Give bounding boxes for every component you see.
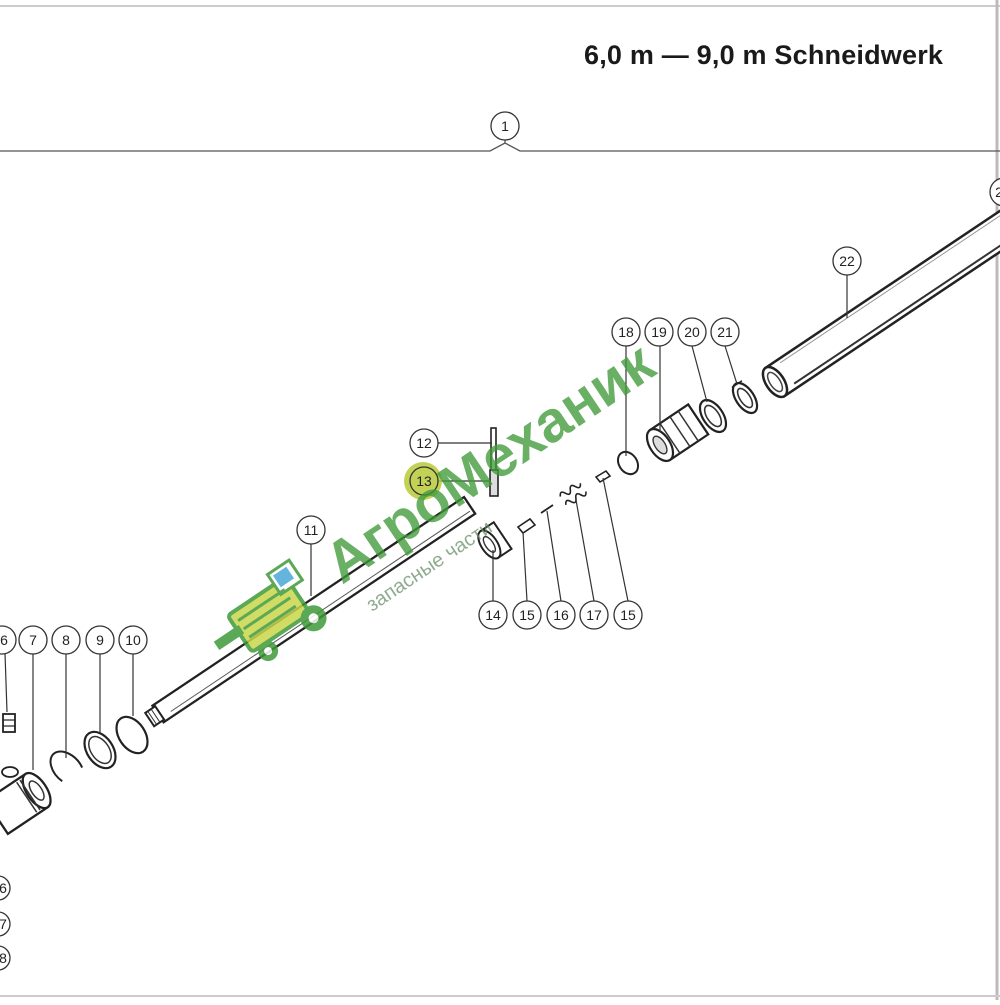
svg-text:2: 2: [995, 184, 1000, 200]
svg-text:16: 16: [553, 607, 569, 623]
callout-18[interactable]: 18: [611, 317, 641, 347]
part-ring-21: [731, 380, 759, 415]
page-title: 6,0 m — 9,0 m Schneidwerk: [584, 40, 944, 70]
svg-text:12: 12: [416, 435, 432, 451]
part-fitting-6: [2, 713, 16, 733]
svg-text:1: 1: [501, 118, 509, 134]
callout-6-top[interactable]: 6: [0, 625, 17, 655]
callout-7-top[interactable]: 7: [18, 625, 48, 655]
callout-21[interactable]: 21: [710, 317, 740, 347]
callout-22[interactable]: 22: [832, 246, 862, 276]
part-cylinder-head: [0, 766, 52, 836]
part-ring-9: [83, 730, 117, 770]
svg-text:19: 19: [651, 324, 667, 340]
callout-11[interactable]: 11: [296, 515, 326, 545]
callout-17[interactable]: 17: [579, 600, 609, 630]
assembly-bracket: [0, 140, 1000, 152]
svg-text:15: 15: [620, 607, 636, 623]
part-small-fittings: [516, 469, 612, 535]
callout-8-bottom[interactable]: 8: [0, 945, 11, 971]
svg-text:7: 7: [0, 916, 7, 932]
callout-7-bottom[interactable]: 7: [0, 911, 11, 937]
callout-14[interactable]: 14: [478, 600, 508, 630]
svg-text:21: 21: [717, 324, 733, 340]
svg-text:20: 20: [684, 324, 700, 340]
part-ring-20: [698, 398, 728, 434]
svg-text:10: 10: [125, 632, 141, 648]
svg-text:6: 6: [0, 880, 7, 896]
callout-19[interactable]: 19: [644, 317, 674, 347]
part-o-ring-18: [616, 450, 640, 476]
callout-1[interactable]: 1: [490, 111, 520, 141]
svg-text:8: 8: [0, 950, 7, 966]
harvester-logo: [213, 557, 327, 662]
callout-8-top[interactable]: 8: [51, 625, 81, 655]
callout-6-bottom[interactable]: 6: [0, 875, 11, 901]
svg-text:8: 8: [62, 632, 70, 648]
svg-text:13: 13: [416, 473, 432, 489]
svg-text:15: 15: [519, 607, 535, 623]
svg-text:7: 7: [29, 632, 37, 648]
part-bushing-14: [477, 520, 513, 560]
callout-20[interactable]: 20: [677, 317, 707, 347]
callout-13[interactable]: 13: [409, 466, 439, 496]
watermark: АгроМеханик запасные части: [213, 329, 667, 662]
callout-15-left[interactable]: 15: [512, 600, 542, 630]
svg-text:11: 11: [304, 522, 319, 538]
callout-9[interactable]: 9: [85, 625, 115, 655]
svg-text:6: 6: [0, 632, 8, 648]
svg-text:17: 17: [586, 607, 602, 623]
svg-text:9: 9: [96, 632, 104, 648]
svg-text:22: 22: [839, 253, 855, 269]
part-outer-tube: [761, 182, 1000, 399]
callout-15-right[interactable]: 15: [613, 600, 643, 630]
callout-2[interactable]: 2: [989, 177, 1000, 207]
part-piston-body: [645, 402, 710, 463]
part-pins: [489, 427, 499, 497]
part-ring-8: [49, 750, 84, 783]
svg-text:18: 18: [618, 324, 634, 340]
callout-10[interactable]: 10: [118, 625, 148, 655]
callout-12[interactable]: 12: [409, 428, 439, 458]
part-ring-10: [115, 715, 149, 755]
svg-text:14: 14: [485, 607, 501, 623]
callout-16[interactable]: 16: [546, 600, 576, 630]
leader-lines: [4, 275, 848, 770]
